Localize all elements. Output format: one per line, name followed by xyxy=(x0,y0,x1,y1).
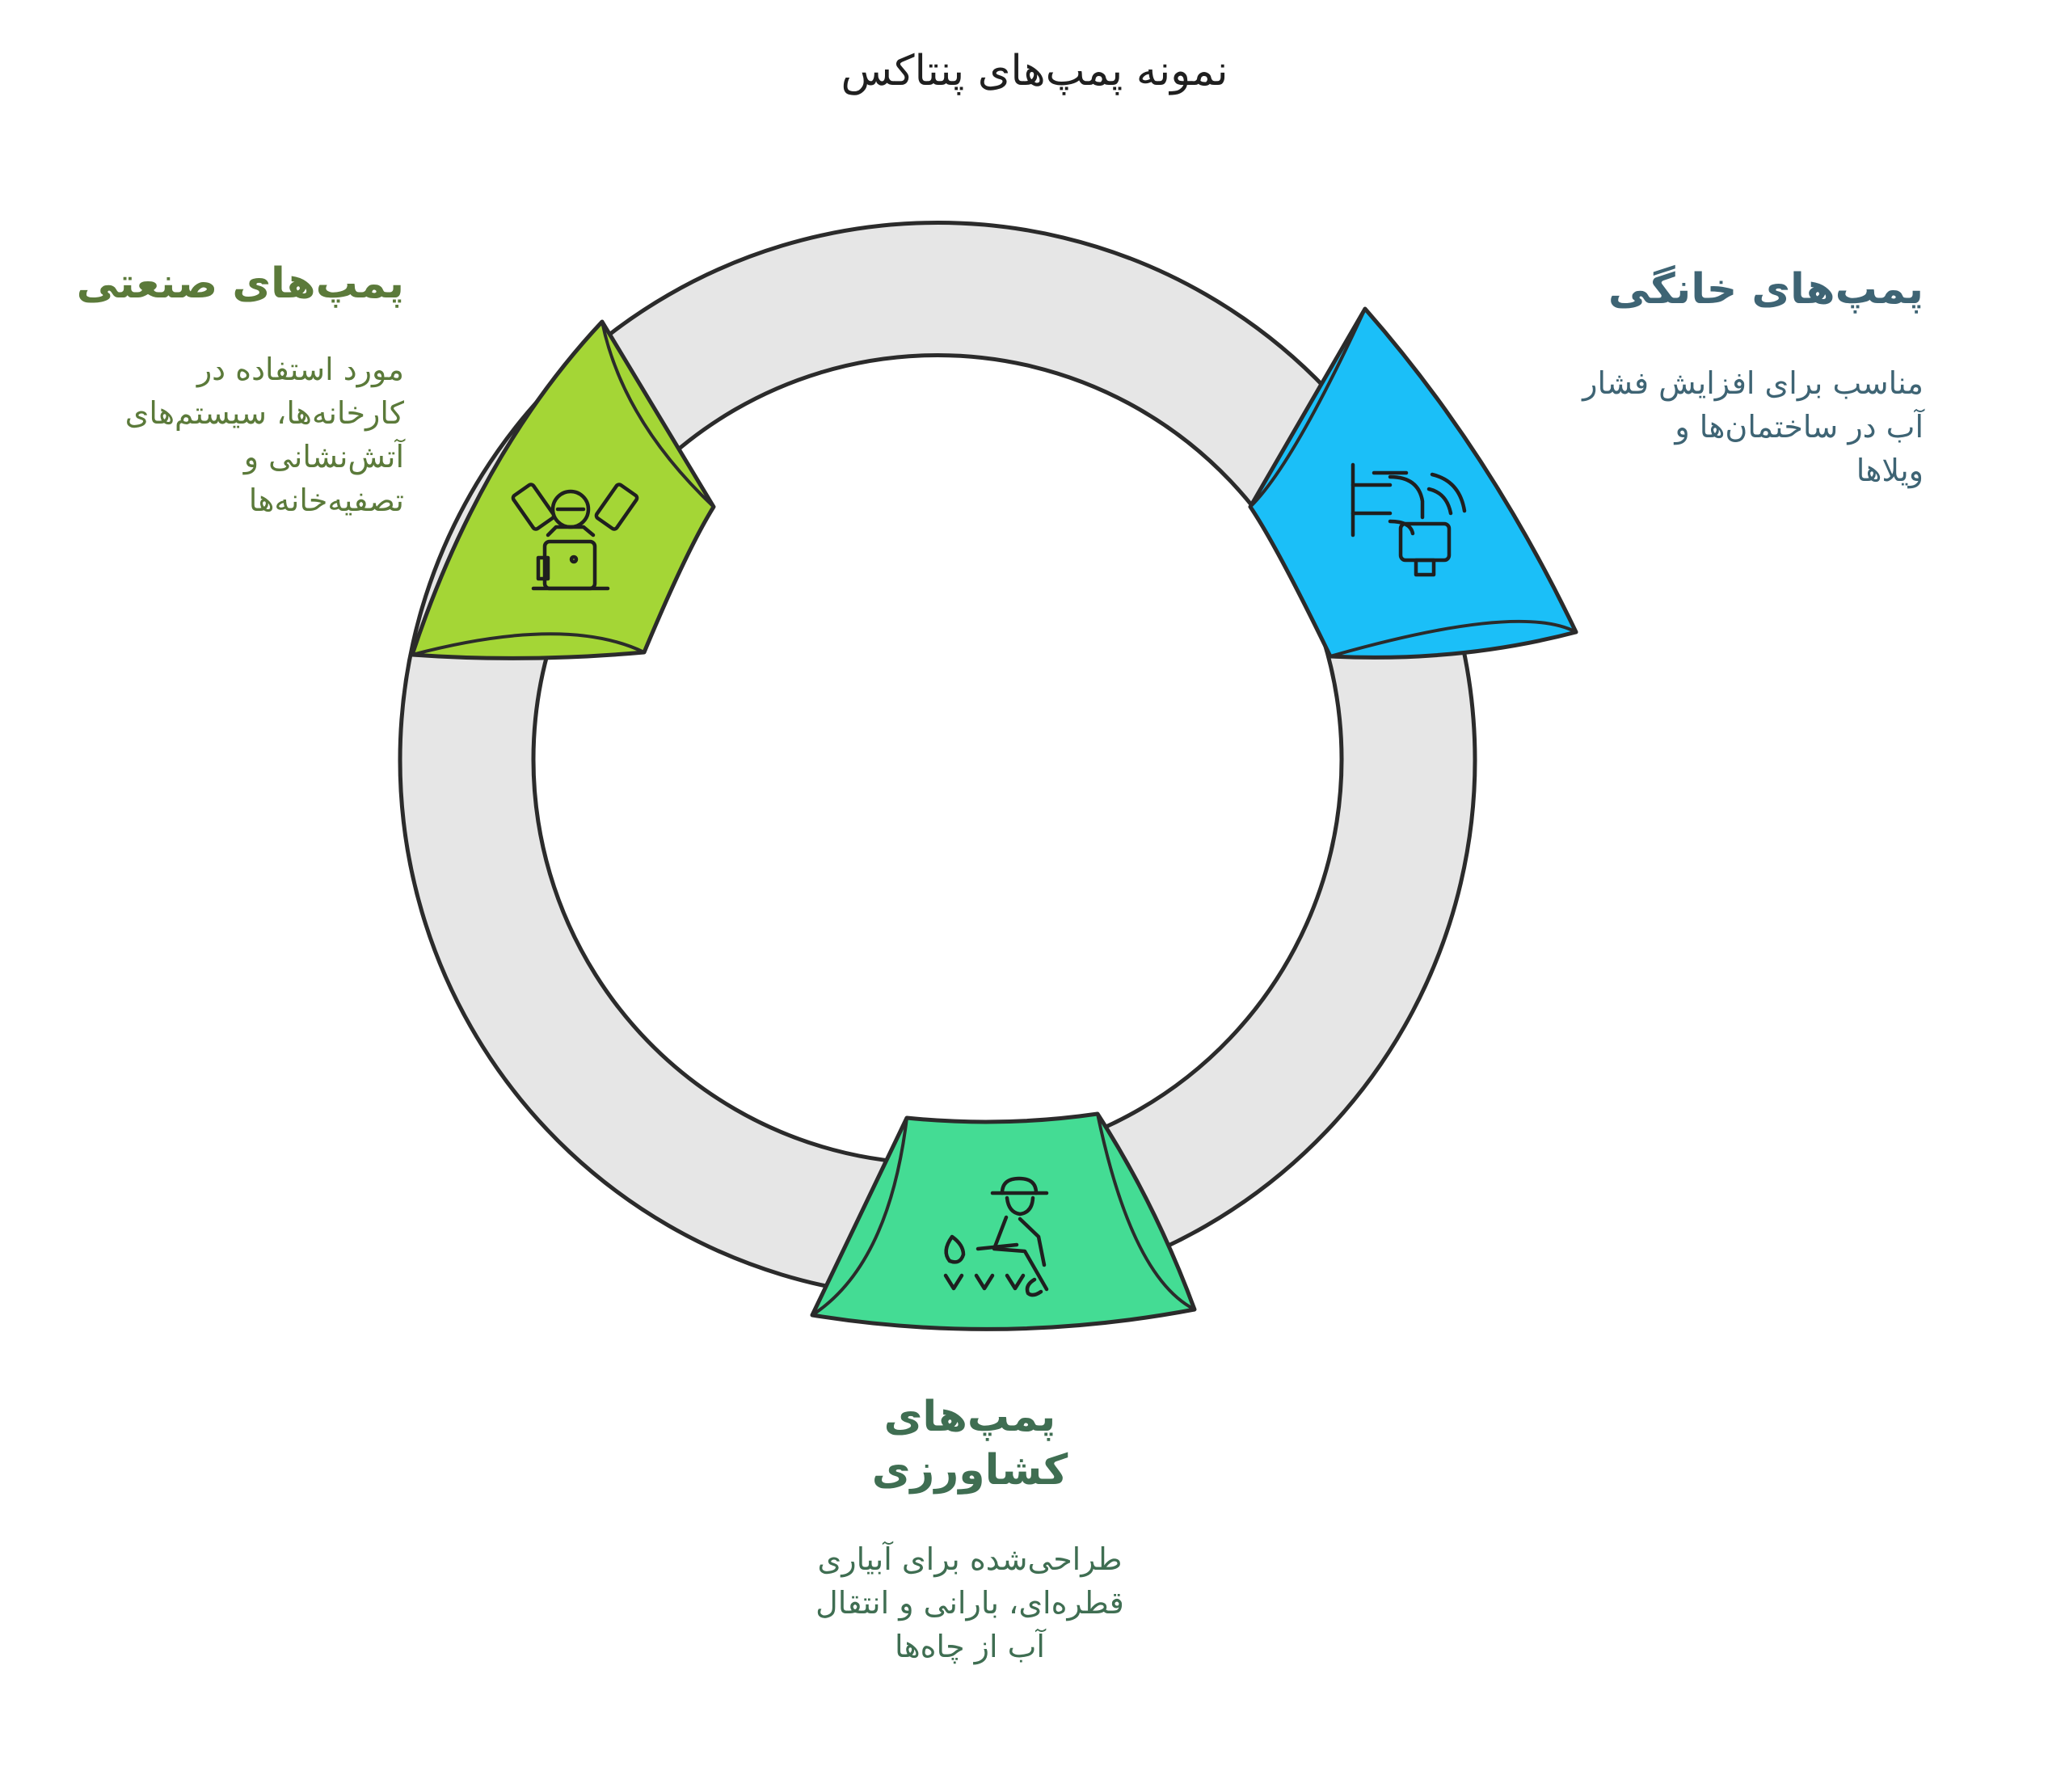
description-line: آتش‌نشانی و xyxy=(243,439,404,474)
industrial-pumps-block: پمپ‌های صنعتی مورد استفاده در کارخانه‌ها… xyxy=(48,257,404,522)
heading-line: کشاورزی xyxy=(871,1446,1068,1495)
agricultural-pumps-heading: پمپ‌های کشاورزی xyxy=(776,1390,1164,1497)
farmer-icon xyxy=(943,1176,1049,1297)
description-line: آب در ساختمان‌ها و xyxy=(1675,409,1924,445)
description-line: طراحی‌شده برای آبیاری xyxy=(817,1541,1123,1577)
heading-line: پمپ‌های xyxy=(883,1393,1056,1441)
description-line: ویلاها xyxy=(1856,453,1924,488)
home-pumps-description: مناسب برای افزایش فشار آب در ساختمان‌ها … xyxy=(1503,361,1924,492)
faucet-icon xyxy=(1351,462,1467,577)
industrial-pumps-heading: پمپ‌های صنعتی xyxy=(76,259,404,308)
industrial-pumps-description: مورد استفاده در کارخانه‌ها، سیستم‌های آت… xyxy=(48,348,404,522)
description-line: تصفیه‌خانه‌ها xyxy=(248,483,404,518)
description-line: کارخانه‌ها، سیستم‌های xyxy=(124,395,404,431)
agricultural-pumps-description: طراحی‌شده برای آبیاری قطره‌ای، بارانی و … xyxy=(776,1537,1164,1668)
description-line: مناسب برای افزایش فشار xyxy=(1582,365,1924,401)
diagram-title: نمونه پمپ‌های پنتاکس xyxy=(841,47,1228,95)
agricultural-pumps-block: پمپ‌های کشاورزی طراحی‌شده برای آبیاری قط… xyxy=(776,1390,1164,1668)
segment-industrial xyxy=(410,319,716,660)
description-line: آب از چاه‌ها xyxy=(895,1629,1045,1664)
description-line: مورد استفاده در xyxy=(196,352,404,387)
home-pumps-heading: پمپ‌های خانگی xyxy=(1608,265,1924,314)
description-line: قطره‌ای، بارانی و انتقال xyxy=(815,1585,1124,1621)
engine-icon xyxy=(511,483,639,591)
ring xyxy=(398,221,1477,1300)
home-pumps-block: پمپ‌های خانگی مناسب برای افزایش فشار آب … xyxy=(1503,263,1924,492)
